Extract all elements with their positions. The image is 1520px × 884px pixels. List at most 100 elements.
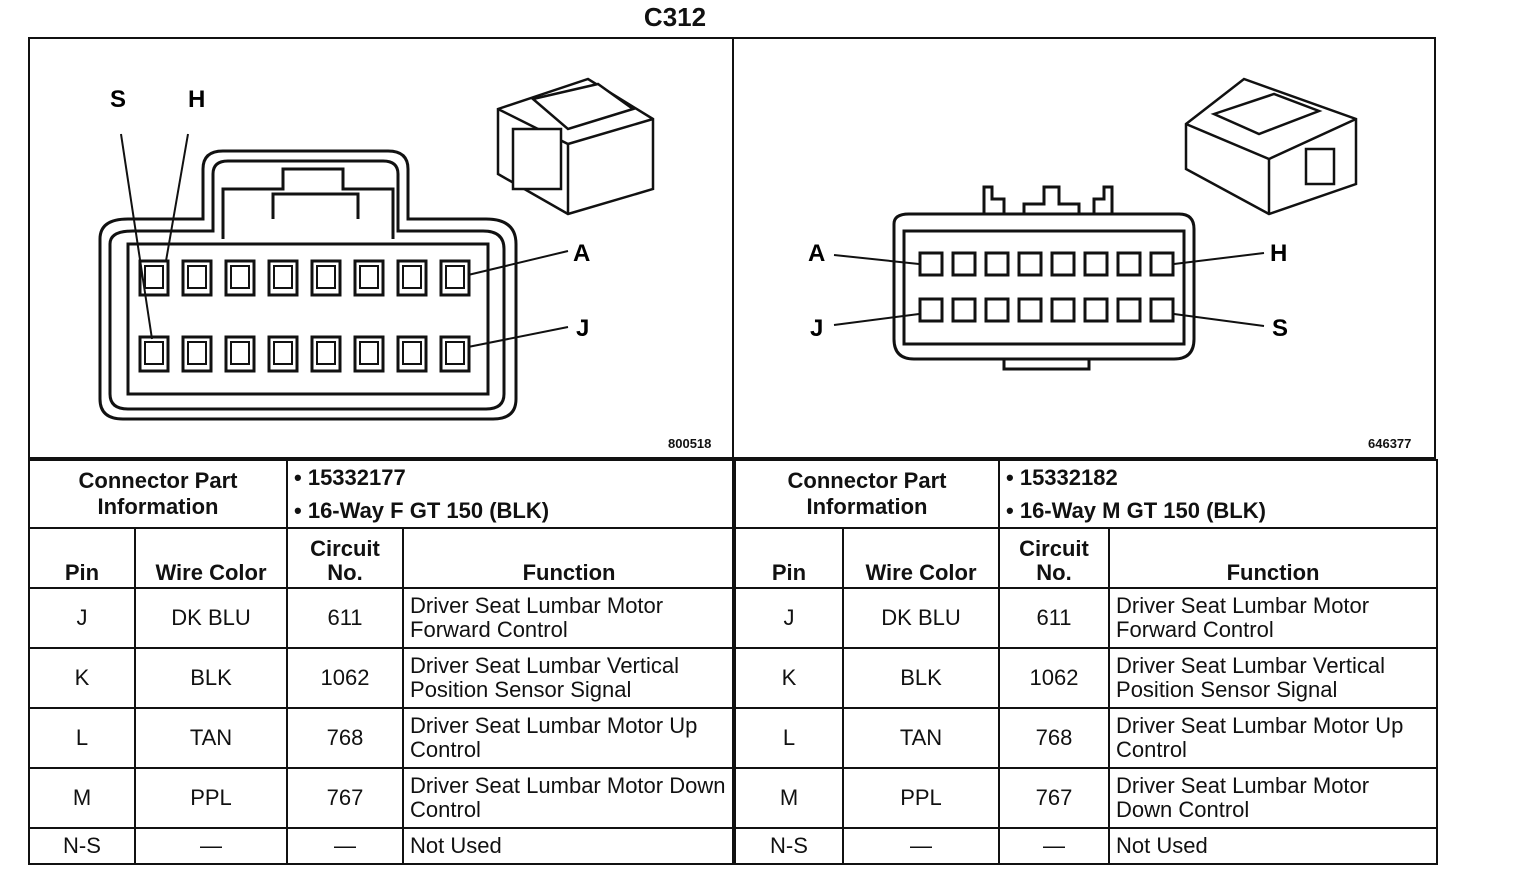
pin-cavity-inner	[316, 341, 336, 365]
pin-cavity	[1116, 251, 1142, 277]
pin-label-a: A	[573, 240, 590, 267]
pin-cavity-inner	[316, 265, 336, 289]
function-cell: Driver Seat Lumbar Vertical Position Sen…	[1108, 647, 1439, 709]
function-cell: Not Used	[1108, 827, 1439, 865]
pin-cavity	[951, 251, 977, 277]
pin-cavity	[951, 297, 977, 323]
pin-cell: N-S	[28, 827, 136, 865]
function-cell: Driver Seat Lumbar Motor Up Control	[402, 707, 737, 769]
part-description: • 16-Way M GT 150 (BLK)	[1006, 498, 1266, 523]
pin-cavity	[1050, 297, 1076, 323]
circuit-cell: 768	[286, 707, 405, 769]
male-connector-face: A J H S	[808, 77, 1358, 371]
wire-color-cell: BLK	[841, 647, 1001, 709]
function-cell: Not Used	[402, 827, 737, 865]
function-cell: Driver Seat Lumbar Vertical Position Sen…	[402, 647, 737, 709]
pin-label-a: A	[808, 240, 825, 267]
header-row: Pin Wire Color Circuit No. Function	[734, 527, 1439, 589]
pinout-table-right: Connector Part Information • 15332182 • …	[733, 459, 1439, 865]
pin-cell: N-S	[734, 827, 844, 865]
pin-cell: M	[28, 767, 136, 829]
pin-cavity	[918, 297, 944, 323]
circuit-cell: 768	[998, 707, 1111, 769]
wire-color-cell: TAN	[841, 707, 1001, 769]
pin-cell: K	[734, 647, 844, 709]
pin-cavity	[1050, 251, 1076, 277]
part-info-label: Connector Part Information	[733, 459, 1001, 529]
wire-color-cell: PPL	[841, 767, 1001, 829]
col-header-function: Function	[1108, 527, 1439, 589]
circuit-cell: —	[286, 827, 405, 865]
pin-label-j: J	[810, 315, 823, 342]
pin-cell: L	[28, 707, 136, 769]
figure-id-left: 800518	[668, 436, 712, 451]
circuit-cell: 1062	[998, 647, 1111, 709]
pin-cavity-inner	[230, 341, 250, 365]
connector-title: C312	[643, 2, 707, 32]
part-number: • 15332182	[1006, 465, 1118, 490]
wire-color-cell: —	[841, 827, 1001, 865]
pin-cell: L	[734, 707, 844, 769]
circuit-cell: —	[998, 827, 1111, 865]
pin-cavity	[1083, 297, 1109, 323]
col-header-wire-color: Wire Color	[133, 527, 289, 589]
part-info-values: • 15332177 • 16-Way F GT 150 (BLK)	[286, 459, 737, 529]
circuit-cell: 611	[998, 587, 1111, 649]
pin-cavity	[1017, 251, 1043, 277]
pin-cavity-inner	[187, 341, 207, 365]
pin-cavity-inner	[359, 265, 379, 289]
wire-color-cell: PPL	[133, 767, 289, 829]
pin-cavity	[1083, 251, 1109, 277]
col-header-wire-color: Wire Color	[841, 527, 1001, 589]
part-number: • 15332177	[294, 465, 406, 490]
pin-cavity-inner	[402, 341, 422, 365]
wire-color-cell: —	[133, 827, 289, 865]
function-cell: Driver Seat Lumbar Motor Down Control	[402, 767, 737, 829]
pin-cavity-inner	[402, 265, 422, 289]
pin-cavity	[1149, 251, 1175, 277]
figure-id-right: 646377	[1368, 436, 1412, 451]
col-header-pin: Pin	[734, 527, 844, 589]
function-cell: Driver Seat Lumbar Motor Forward Control	[1108, 587, 1439, 649]
header-row: Pin Wire Color Circuit No. Function	[28, 527, 737, 589]
pin-cavity-inner	[273, 265, 293, 289]
pin-label-h: H	[188, 86, 205, 113]
pin-cell: J	[734, 587, 844, 649]
pin-label-s: S	[110, 86, 126, 113]
part-info-label: Connector Part Information	[27, 459, 289, 529]
table-row: N-S——Not Used	[734, 827, 1439, 865]
pin-cavity-inner	[144, 265, 164, 289]
function-cell: Driver Seat Lumbar Motor Forward Control	[402, 587, 737, 649]
col-header-circuit: Circuit No.	[998, 527, 1111, 589]
wire-color-cell: DK BLU	[133, 587, 289, 649]
function-cell: Driver Seat Lumbar Motor Up Control	[1108, 707, 1439, 769]
part-info-row: Connector Part Information • 15332177 • …	[27, 459, 737, 529]
pinout-table-left: Connector Part Information • 15332177 • …	[27, 459, 737, 865]
pin-cavity-inner	[445, 341, 465, 365]
wire-color-cell: DK BLU	[841, 587, 1001, 649]
pin-label-h: H	[1270, 240, 1287, 267]
col-header-circuit: Circuit No.	[286, 527, 405, 589]
pin-cell: J	[28, 587, 136, 649]
wire-color-cell: TAN	[133, 707, 289, 769]
pin-cavity	[918, 251, 944, 277]
pin-cell: M	[734, 767, 844, 829]
pin-cavity	[1017, 297, 1043, 323]
circuit-cell: 611	[286, 587, 405, 649]
part-info-row: Connector Part Information • 15332182 • …	[733, 459, 1439, 529]
pin-cavity	[984, 251, 1010, 277]
wire-color-cell: BLK	[133, 647, 289, 709]
pin-cavity-inner	[144, 341, 164, 365]
function-cell: Driver Seat Lumbar Motor Down Control	[1108, 767, 1439, 829]
table-row: N-S——Not Used	[28, 827, 737, 865]
circuit-cell: 1062	[286, 647, 405, 709]
pin-cavity	[1116, 297, 1142, 323]
circuit-cell: 767	[286, 767, 405, 829]
pin-cell: K	[28, 647, 136, 709]
